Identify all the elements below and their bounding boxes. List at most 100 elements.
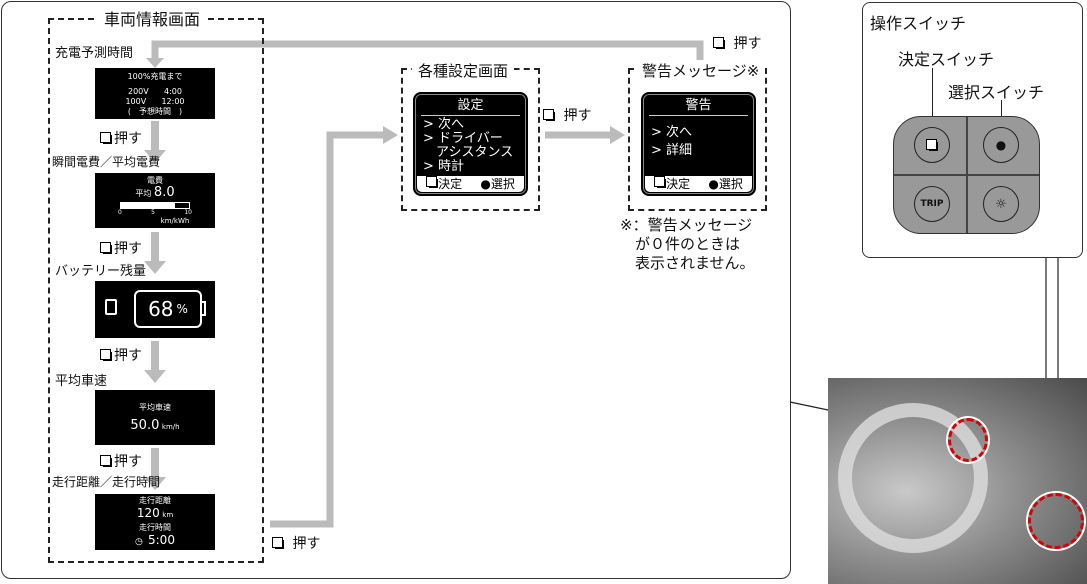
push-text: 押す	[114, 241, 142, 257]
push-text: 押す	[114, 131, 142, 147]
trip-time-value: 5:00	[148, 533, 175, 547]
push-hint: 押す	[100, 128, 142, 148]
enter-switch-label: 決定スイッチ	[898, 50, 995, 69]
push-text: 押す	[114, 348, 142, 364]
trip-label: TRIP	[920, 199, 944, 209]
arrow-head	[146, 58, 164, 68]
return-arrow-line	[151, 40, 704, 62]
label-battery: バッテリー残量	[55, 264, 147, 279]
label-efficiency: 瞬間電費／平均電費	[52, 155, 161, 169]
push-hint: 押す	[543, 105, 591, 125]
select-switch[interactable]: ●	[983, 127, 1019, 163]
enter-switch-icon	[654, 176, 667, 188]
to-settings-line	[270, 131, 385, 528]
enter-switch[interactable]	[914, 127, 950, 163]
tick: 0	[118, 209, 122, 216]
note-line: が０件のときは	[620, 235, 741, 253]
enter-switch-icon	[272, 537, 284, 549]
menu-item-driver-assist-cont: アシスタンス	[423, 145, 514, 160]
enter-switch-icon	[543, 109, 555, 121]
push-hint: 押す	[100, 451, 142, 471]
efficiency-bar	[120, 202, 190, 209]
menu-item-details[interactable]: > 詳細	[651, 143, 693, 158]
note-line: ※：警告メッセージ	[620, 216, 753, 234]
highlight-circle	[1028, 493, 1084, 549]
battery-tip	[202, 301, 206, 316]
speed-value: 50.0	[130, 418, 160, 433]
warning-screen-title: 警告	[649, 98, 748, 116]
efficiency-unit: km/kWh	[160, 217, 190, 225]
enter-switch-icon	[426, 176, 439, 188]
select-switch-label: 選択スイッチ	[948, 83, 1045, 102]
trip-dist-label: 走行距離	[139, 496, 171, 505]
select-label: 選択	[718, 177, 743, 191]
select-label: 選択	[490, 177, 515, 191]
menu-item-driver-assist[interactable]: > ドライバー	[423, 131, 503, 146]
note-line: 表示されません。	[620, 254, 755, 272]
charge-100v-time: 12:00	[161, 97, 185, 106]
switch-panel-title: 操作スイッチ	[870, 14, 967, 33]
tick: 5	[151, 209, 155, 216]
enter-switch-icon	[100, 349, 112, 361]
trip-time-label: 走行時間	[139, 523, 171, 532]
battery-unit: %	[176, 302, 188, 316]
avg-label: 平均	[135, 189, 152, 198]
settings-screen: 設定 > 次へ > ドライバー アシスタンス > 時計 決定●選択	[413, 92, 528, 196]
efficiency-bar-fill	[121, 203, 176, 208]
switch-cluster: ● TRIP ☼	[893, 116, 1040, 234]
charge-200v: 200V	[128, 87, 149, 96]
flow-arrows	[144, 121, 166, 490]
arrow-head	[610, 126, 625, 144]
enter-switch-icon	[926, 139, 938, 151]
screen-battery: 68%	[95, 281, 215, 338]
select-dot-icon: ●	[995, 138, 1007, 152]
push-text: 押す	[733, 36, 762, 52]
enter-switch-icon	[100, 455, 112, 467]
warning-screen: 警告 > 次へ > 詳細 決定●選択	[641, 92, 756, 196]
warning-title: 警告メッセージ※	[636, 60, 766, 81]
push-text: 押す	[292, 536, 321, 552]
footer-enter: 決定	[654, 176, 690, 192]
trip-switch[interactable]: TRIP	[914, 186, 950, 222]
charge-footnote: ( 予想時間 )	[127, 107, 183, 116]
screen-avg-speed: 平均車速 50.0 km/h	[95, 390, 215, 445]
enter-switch-icon	[100, 132, 112, 144]
speed-title: 平均車速	[139, 403, 171, 412]
menu-item-next[interactable]: > 次へ	[651, 125, 693, 140]
speed-unit: km/h	[161, 423, 180, 431]
trip-dist-value: 120	[136, 506, 160, 520]
screen-charge-time: 100%充電まで 200V 4:00 100V 12:00 ( 予想時間 )	[95, 68, 215, 119]
label-avg-speed: 平均車速	[55, 374, 108, 389]
push-text: 押す	[563, 108, 592, 124]
highlight-circle	[948, 418, 988, 462]
leader-line	[932, 68, 933, 134]
push-hint: 押す	[100, 345, 142, 365]
charger-icon	[105, 299, 117, 315]
steering-assist-icon: ☼	[995, 196, 1007, 212]
tick: 10	[184, 209, 192, 216]
footer-select: ●選択	[480, 177, 515, 191]
push-hint: 押す	[713, 33, 761, 53]
label-charge-time: 充電予測時間	[55, 46, 134, 61]
warning-note: ※：警告メッセージ が０件のときは 表示されません。	[620, 216, 755, 273]
footer-enter: 決定	[426, 176, 462, 192]
screen-trip: 走行距離 120 km 走行時間 ◷ 5:00	[95, 494, 215, 550]
enter-switch-icon	[100, 242, 112, 254]
efficiency-title: 電費	[147, 176, 163, 185]
arrow-head	[383, 126, 398, 144]
dashboard-photo	[828, 378, 1087, 584]
clock-icon: ◷	[135, 537, 143, 547]
vehicle-info-title: 車両情報画面	[98, 6, 207, 30]
divider	[894, 174, 1039, 176]
trip-dist-unit: km	[162, 511, 174, 519]
driver-assist-switch[interactable]: ☼	[983, 186, 1019, 222]
push-hint: 押す	[272, 533, 320, 553]
battery-icon: 68%	[134, 290, 202, 328]
charge-title: 100%充電まで	[127, 72, 183, 81]
battery-value: 68	[148, 297, 174, 321]
enter-switch-icon	[713, 37, 725, 49]
menu-item-clock[interactable]: > 時計	[423, 159, 465, 174]
menu-item-next[interactable]: > 次へ	[423, 117, 465, 132]
charge-200v-time: 4:00	[164, 87, 182, 96]
